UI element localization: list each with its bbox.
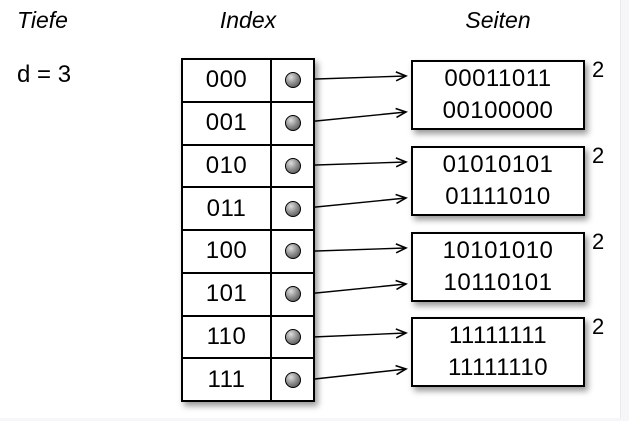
page-value: 11111111 xyxy=(448,322,548,349)
pointer-dot xyxy=(284,200,301,217)
index-cell-label: 110 xyxy=(183,316,272,358)
page-local-depth: 2 xyxy=(592,314,605,339)
arrow-line xyxy=(300,328,408,339)
depth-heading: Tiefe xyxy=(17,7,68,33)
pointer-dot xyxy=(284,72,301,89)
index-heading: Index xyxy=(219,7,277,33)
page-value: 01010101 xyxy=(442,151,554,178)
arrow-line xyxy=(300,71,408,82)
index-row: 100 xyxy=(183,231,313,274)
arrow-line xyxy=(300,364,408,382)
index-table: 000 001 010 011 100 101 110 111 xyxy=(181,58,315,402)
page-value: 00011011 xyxy=(444,65,552,92)
pointer-dot xyxy=(284,286,301,303)
index-cell-pointer xyxy=(272,231,313,272)
page-box: 10101010 10110101 xyxy=(411,232,585,302)
index-cell-label: 011 xyxy=(183,188,272,229)
index-cell-pointer xyxy=(272,359,313,400)
index-cell-label: 100 xyxy=(183,231,272,272)
index-cell-pointer xyxy=(272,60,313,101)
arrow-line xyxy=(300,107,408,124)
page-box: 01010101 01111010 xyxy=(411,146,585,216)
index-cell-label: 111 xyxy=(183,359,272,400)
pointer-dot xyxy=(284,157,301,174)
slide-edge-right xyxy=(620,0,629,421)
slide-edge-bottom xyxy=(0,418,629,421)
arrow-line xyxy=(300,243,408,254)
index-cell-pointer xyxy=(272,103,313,144)
index-cell-pointer xyxy=(272,146,313,187)
global-depth-value: d = 3 xyxy=(17,61,72,88)
page-local-depth: 2 xyxy=(592,229,605,254)
pointer-dot xyxy=(284,243,301,260)
index-row: 111 xyxy=(183,359,313,400)
page-value: 10110101 xyxy=(443,269,553,296)
page-local-depth: 2 xyxy=(592,57,605,82)
page-local-depth: 2 xyxy=(592,143,605,168)
index-row: 000 xyxy=(183,60,313,103)
index-cell-label: 000 xyxy=(183,60,272,101)
index-row: 001 xyxy=(183,102,313,146)
index-cell-pointer xyxy=(272,317,313,358)
index-row: 101 xyxy=(183,273,313,317)
arrow-line xyxy=(300,279,408,296)
index-cell-label: 001 xyxy=(183,102,272,144)
pages-heading: Seiten xyxy=(465,7,531,33)
page-value: 11111110 xyxy=(447,354,549,381)
pointer-dot xyxy=(284,328,301,345)
arrow-line xyxy=(300,193,408,210)
pointer-dot xyxy=(284,371,301,388)
index-row: 011 xyxy=(183,188,313,231)
page-value: 01111010 xyxy=(445,183,551,210)
page-value: 10101010 xyxy=(442,237,554,264)
arrow-line xyxy=(300,157,408,168)
page-value: 00100000 xyxy=(442,97,554,124)
index-cell-label: 101 xyxy=(183,273,272,315)
index-cell-pointer xyxy=(272,188,313,229)
page-box: 11111111 11111110 xyxy=(411,317,585,387)
index-row: 010 xyxy=(183,145,313,189)
index-row: 110 xyxy=(183,316,313,360)
index-cell-label: 010 xyxy=(183,145,272,187)
pointer-dot xyxy=(284,115,301,132)
page-box: 00011011 00100000 xyxy=(411,60,585,130)
index-cell-pointer xyxy=(272,274,313,315)
